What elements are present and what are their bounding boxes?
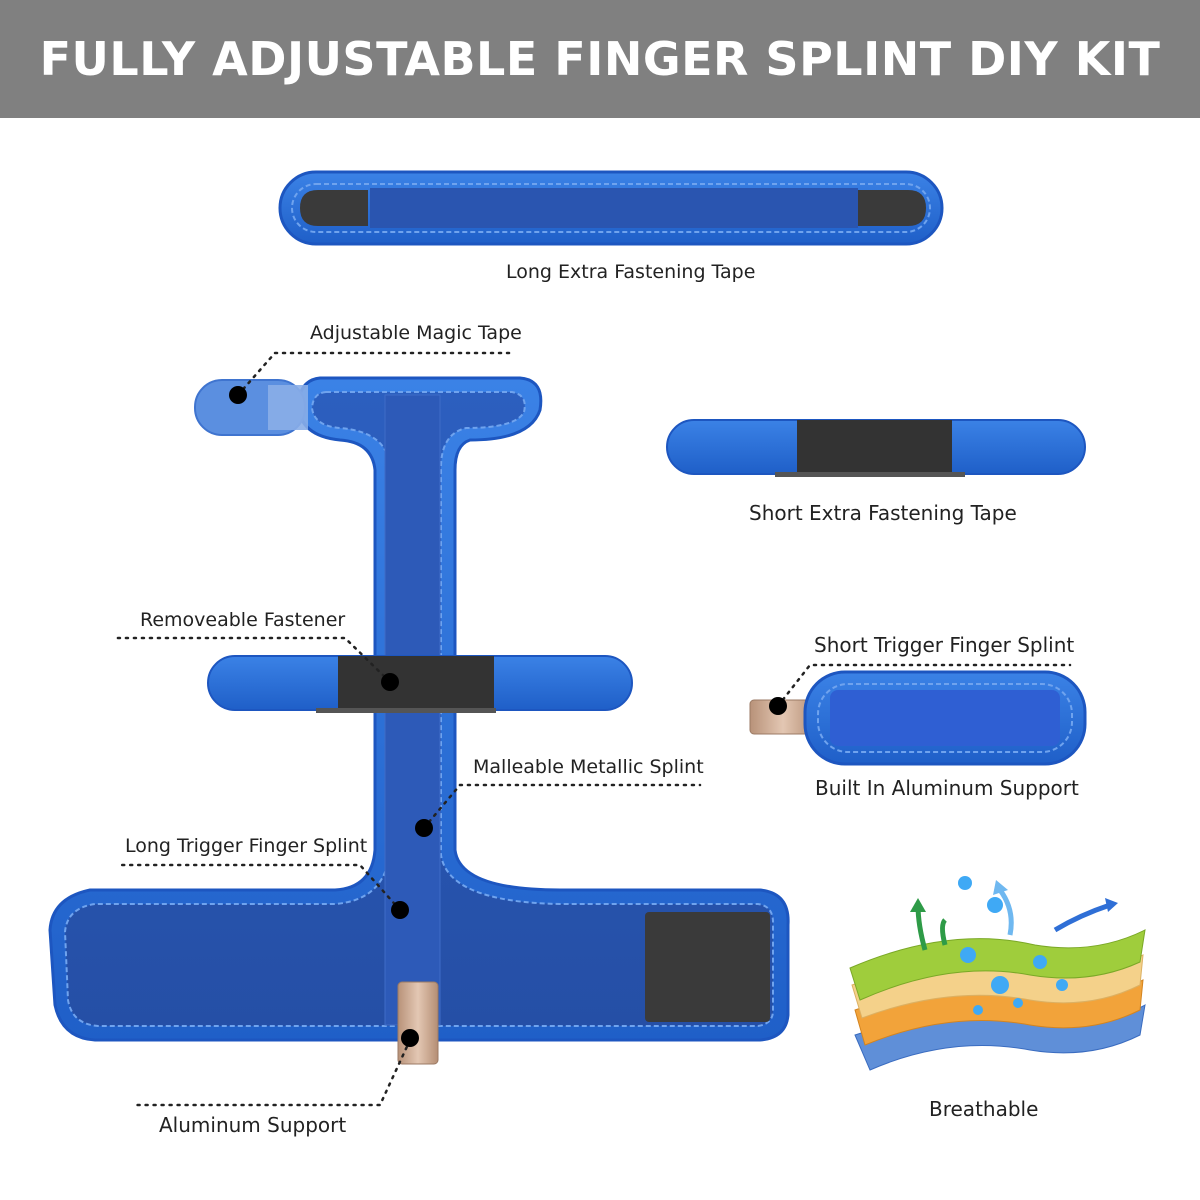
- short-extra-fastening-tape: [666, 419, 1086, 477]
- label-malleable-splint: Malleable Metallic Splint: [473, 756, 704, 778]
- label-magic-tape: Adjustable Magic Tape: [310, 322, 522, 344]
- label-short-trigger: Short Trigger Finger Splint: [814, 633, 1075, 657]
- label-aluminum-support: Aluminum Support: [159, 1113, 347, 1137]
- label-short-tape: Short Extra Fastening Tape: [749, 501, 1017, 525]
- page-title: FULLY ADJUSTABLE FINGER SPLINT DIY KIT: [39, 32, 1161, 86]
- long-trigger-finger-splint: [48, 376, 790, 1065]
- marker-dot: [391, 901, 409, 919]
- label-long-trigger: Long Trigger Finger Splint: [125, 835, 368, 857]
- marker-dot: [769, 697, 787, 715]
- marker-dot: [401, 1029, 419, 1047]
- callouts: [113, 351, 1072, 1107]
- label-breathable: Breathable: [929, 1097, 1039, 1121]
- marker-dot: [381, 673, 399, 691]
- marker-dot: [229, 386, 247, 404]
- label-removeable-fastener: Removeable Fastener: [140, 609, 346, 631]
- marker-dot: [415, 819, 433, 837]
- label-aluminum-builtin: Built In Aluminum Support: [815, 776, 1079, 800]
- title-bar: FULLY ADJUSTABLE FINGER SPLINT DIY KIT: [0, 0, 1200, 118]
- removeable-fastener: [207, 655, 633, 713]
- long-extra-fastening-tape: [278, 170, 944, 246]
- label-long-tape: Long Extra Fastening Tape: [506, 261, 756, 283]
- breathable-icon: [849, 876, 1146, 1071]
- short-trigger-finger-splint: [749, 670, 1087, 766]
